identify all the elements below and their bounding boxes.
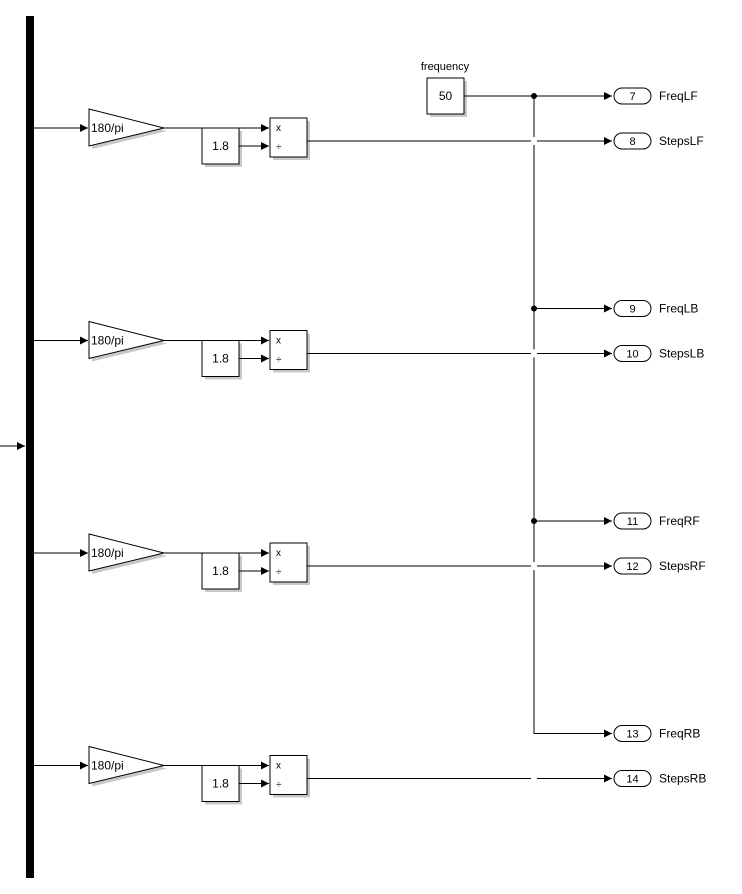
freq-outport[interactable] <box>613 300 652 317</box>
freq-outport-label: FreqRF <box>659 514 700 528</box>
constant-value: 1.8 <box>212 139 229 153</box>
freq-outport-label: FreqLF <box>659 89 698 103</box>
steps-outport[interactable] <box>613 345 652 362</box>
freq-outport-number: 11 <box>627 516 638 528</box>
freq-outport-label: FreqRB <box>659 727 700 741</box>
freq-outport-number: 13 <box>626 729 638 741</box>
steps-outport-label: StepsRF <box>659 559 706 573</box>
product-divide-sign: ÷ <box>276 780 282 791</box>
product-divide-sign: ÷ <box>276 355 282 366</box>
gain-label: 180/pi <box>91 121 124 135</box>
channel-row: 180/pi 1.8 x ÷ 11 FreqRF 12 StepsRF <box>34 512 706 592</box>
branch-point <box>531 93 537 99</box>
frequency-block-value: 50 <box>439 89 453 103</box>
gain-label: 180/pi <box>91 546 124 560</box>
product-block[interactable] <box>269 330 308 370</box>
frequency-block-label: frequency <box>421 61 470 73</box>
gain-block[interactable] <box>88 533 165 572</box>
freq-outport[interactable] <box>613 725 652 742</box>
constant-value: 1.8 <box>212 777 229 791</box>
product-multiply-sign: x <box>276 123 281 134</box>
product-block[interactable] <box>269 117 308 158</box>
gain-label: 180/pi <box>91 759 124 773</box>
steps-outport-number: 14 <box>626 774 638 786</box>
branch-point <box>531 518 537 524</box>
constant-value: 1.8 <box>212 564 229 578</box>
gain-block[interactable] <box>88 745 165 785</box>
gain-label: 180/pi <box>91 334 124 348</box>
steps-outport-number: 10 <box>626 349 638 361</box>
steps-outport[interactable] <box>613 770 652 787</box>
channel-row: 180/pi 1.8 x ÷ 9 FreqLB 10 StepsLB <box>34 300 704 380</box>
constant-block[interactable] <box>201 340 240 377</box>
product-multiply-sign: x <box>276 761 281 772</box>
branch-point <box>531 305 537 312</box>
steps-outport-label: StepsRB <box>659 772 706 786</box>
channel-row: 180/pi 1.8 x ÷ 13 FreqRB 14 StepsRB <box>34 725 706 805</box>
steps-outport-label: StepsLB <box>659 347 704 361</box>
constant-value: 1.8 <box>212 352 229 366</box>
product-multiply-sign: x <box>276 336 281 347</box>
product-divide-sign: ÷ <box>276 142 282 153</box>
constant-block[interactable] <box>201 552 240 590</box>
product-block[interactable] <box>269 755 308 795</box>
channel-row: 180/pi 1.8 x ÷ 7 FreqLF 8 StepsLF <box>34 87 704 167</box>
steps-outport[interactable] <box>613 557 652 575</box>
demux-bar[interactable] <box>26 16 34 878</box>
steps-outport[interactable] <box>613 132 652 150</box>
steps-outport-label: StepsLF <box>659 134 704 148</box>
freq-outport[interactable] <box>613 87 652 105</box>
steps-outport-number: 8 <box>629 136 635 148</box>
freq-outport[interactable] <box>613 512 652 530</box>
product-block[interactable] <box>269 542 308 583</box>
product-divide-sign: ÷ <box>276 567 282 578</box>
steps-outport-number: 12 <box>626 561 638 573</box>
freq-outport-number: 7 <box>629 91 635 103</box>
freq-outport-number: 9 <box>629 304 635 316</box>
frequency-constant-block[interactable] <box>426 77 465 115</box>
product-multiply-sign: x <box>276 548 281 559</box>
gain-block[interactable] <box>88 108 165 147</box>
freq-outport-label: FreqLB <box>659 302 698 316</box>
gain-block[interactable] <box>88 320 165 360</box>
